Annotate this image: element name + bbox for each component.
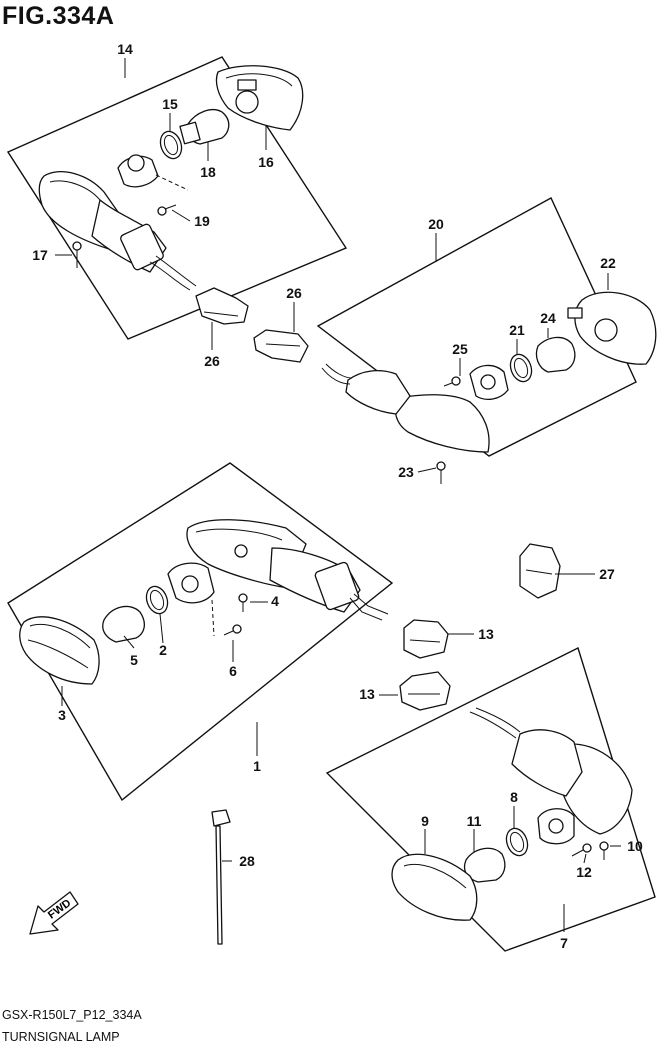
callout-25: 25 — [452, 341, 468, 357]
callout-3: 3 — [58, 707, 66, 723]
callout-14: 14 — [117, 41, 133, 57]
callout-20: 20 — [428, 216, 444, 232]
figure-title: FIG.334A — [2, 2, 115, 30]
callout-13-b: 13 — [359, 686, 375, 702]
callout-7: 7 — [560, 935, 568, 951]
callout-12: 12 — [576, 864, 592, 880]
group-box-14 — [6, 56, 348, 340]
figure-code: GSX-R150L7_P12_334A — [2, 1008, 142, 1022]
callout-11: 11 — [467, 813, 482, 829]
reflector-22 — [567, 291, 657, 365]
callout-15: 15 — [162, 96, 178, 112]
callout-2: 2 — [159, 642, 167, 658]
gasket-15 — [159, 130, 183, 160]
bulb-18 — [179, 109, 230, 145]
lens-3 — [19, 616, 100, 685]
screw-12 — [571, 843, 592, 857]
lamp-assembly-14 — [38, 154, 197, 291]
callout-4: 4 — [271, 593, 279, 609]
figure-name: TURNSIGNAL LAMP — [2, 1030, 120, 1044]
fwd-arrow-icon: FWD — [29, 891, 79, 935]
gasket-21 — [509, 353, 533, 383]
callout-23: 23 — [398, 464, 414, 480]
bulb-24 — [535, 336, 576, 373]
callout-6: 6 — [229, 663, 237, 679]
callout-9: 9 — [421, 813, 429, 829]
clip-13-b — [399, 671, 451, 711]
cable-tie-28 — [211, 809, 231, 945]
callout-8: 8 — [510, 789, 518, 805]
screw-17 — [72, 241, 82, 268]
group-box-1 — [7, 462, 394, 802]
leader-lines — [55, 58, 621, 932]
clip-26-a — [195, 287, 249, 325]
lamp-assembly-1 — [167, 519, 389, 637]
callout-27: 27 — [599, 566, 615, 582]
screw-10 — [599, 841, 609, 860]
callout-26-b: 26 — [286, 285, 302, 301]
callout-18: 18 — [200, 164, 216, 180]
callout-labels: 1 2 3 4 5 6 7 8 9 10 11 12 13 13 14 15 1… — [32, 41, 643, 951]
bulb-5 — [102, 605, 146, 643]
clip-27 — [519, 543, 561, 599]
clip-13-a — [403, 619, 449, 659]
lamp-assembly-20 — [321, 363, 509, 453]
callout-19: 19 — [194, 213, 210, 229]
screw-19 — [157, 204, 177, 216]
callout-1: 1 — [253, 758, 261, 774]
callout-26-a: 26 — [204, 353, 220, 369]
callout-17: 17 — [32, 247, 48, 263]
callout-22: 22 — [600, 255, 616, 271]
callout-28: 28 — [239, 853, 255, 869]
lens-9 — [391, 853, 478, 921]
screw-4 — [238, 593, 248, 612]
lamp-assembly-7 — [469, 707, 633, 845]
clip-26-b — [253, 329, 309, 363]
callout-13-a: 13 — [478, 626, 494, 642]
callout-16: 16 — [258, 154, 274, 170]
callout-5: 5 — [130, 652, 138, 668]
callout-24: 24 — [540, 310, 556, 326]
reflector-16 — [215, 65, 304, 131]
callout-10: 10 — [627, 838, 643, 854]
screw-25 — [443, 376, 461, 387]
gasket-8 — [505, 827, 529, 857]
screw-23 — [436, 461, 446, 484]
screw-6 — [223, 624, 242, 636]
callout-21: 21 — [509, 322, 525, 338]
gasket-2 — [145, 585, 169, 615]
